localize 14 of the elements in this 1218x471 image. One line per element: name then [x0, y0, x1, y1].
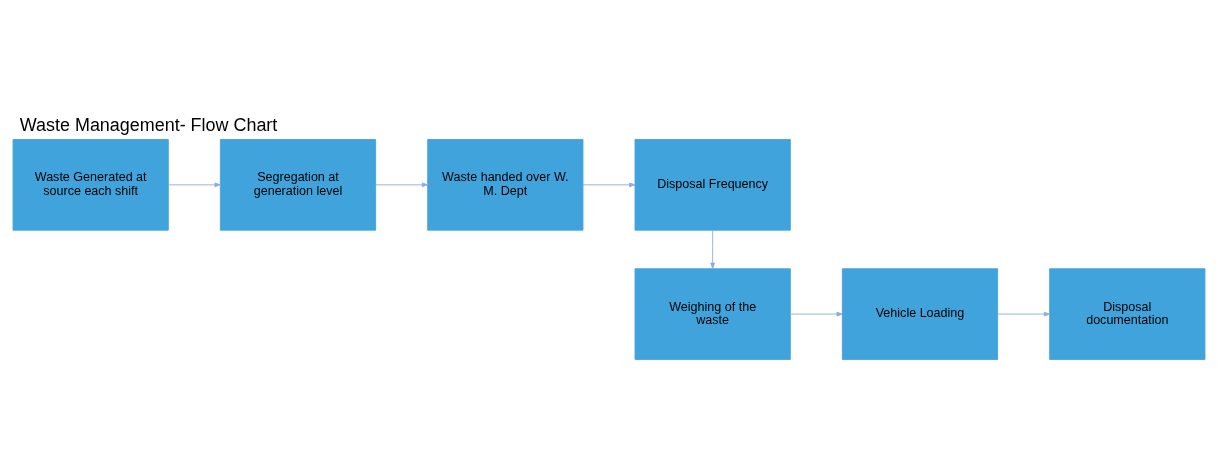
- node-box: Weighing of the waste: [634, 267, 791, 360]
- arrow: [167, 182, 221, 187]
- diagram-title: Waste Management- Flow Chart: [19, 114, 278, 135]
- arrow: [997, 311, 1051, 316]
- node-box: Segregation at generation level: [219, 138, 377, 231]
- node-box: Waste Generated at source each shift: [12, 138, 169, 231]
- arrow: [582, 182, 636, 187]
- arrow: [789, 311, 843, 316]
- arrow: [375, 182, 429, 187]
- node-box: Disposal Frequency: [634, 138, 791, 231]
- node-box: Disposal documentation: [1049, 267, 1206, 360]
- node-box: Vehicle Loading: [841, 267, 999, 360]
- arrow: [710, 229, 715, 269]
- node-box: Waste handed over W. M. Dept: [427, 138, 584, 231]
